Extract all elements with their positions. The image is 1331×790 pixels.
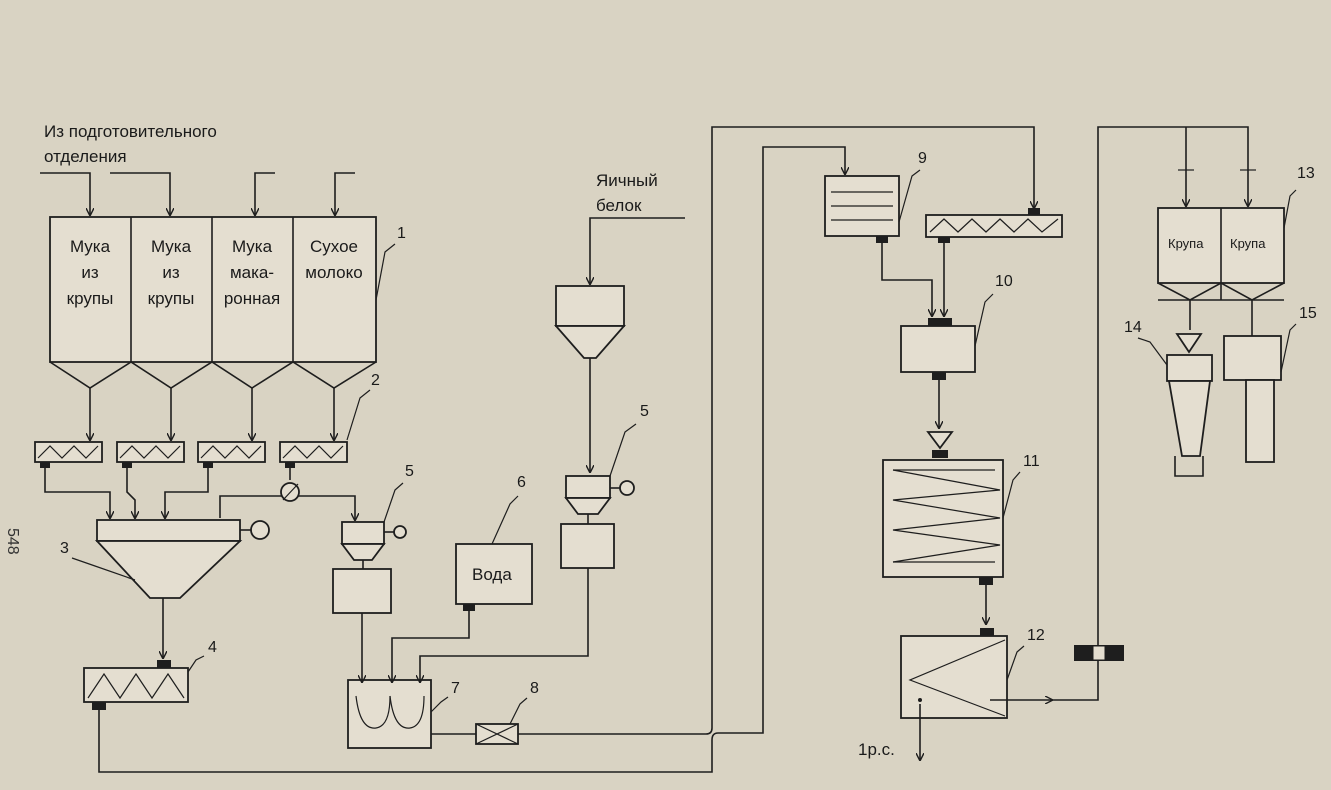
egg-hopper (554, 285, 626, 359)
svg-text:из: из (81, 263, 98, 282)
num-1: 1 (397, 225, 406, 242)
svg-text:Сухое: Сухое (310, 237, 358, 256)
kneader-7 (347, 679, 432, 749)
egg-label-line1: Яичный (596, 171, 658, 190)
shaping-8 (475, 723, 519, 745)
feeder-to-mixer-lines (44, 468, 355, 520)
svg-text:Мука: Мука (232, 237, 273, 256)
num-7: 7 (451, 680, 460, 697)
bottom-return-line (98, 710, 713, 773)
source-label-line2: отделения (44, 147, 127, 166)
water-tank-6 (455, 543, 533, 611)
grain-bins-13 (1157, 207, 1285, 301)
kneader-feed-lines (362, 568, 589, 682)
svg-text:крупы: крупы (67, 289, 114, 308)
storage-bins (49, 216, 377, 389)
mixer-3 (94, 519, 270, 599)
num-5-right: 5 (640, 403, 649, 420)
num-2: 2 (371, 372, 380, 389)
svg-text:крупы: крупы (148, 289, 195, 308)
num-12: 12 (1027, 627, 1045, 644)
svg-text:из: из (162, 263, 179, 282)
bin2-label: Мука из крупы (148, 237, 195, 308)
num-9: 9 (918, 150, 927, 167)
line-9-to-10 (881, 243, 932, 316)
line-to-9 (711, 146, 845, 741)
dispenser-5-left (332, 521, 407, 614)
num-3: 3 (60, 540, 69, 557)
inlet-11 (932, 450, 948, 458)
num-4: 4 (208, 639, 217, 656)
svg-text:ронная: ронная (224, 289, 280, 308)
num-5-left: 5 (405, 463, 414, 480)
bin3-label: Мука мака- ронная (224, 237, 280, 308)
cooler-12 (900, 628, 1008, 719)
bin-feed-lines (40, 172, 355, 215)
water-label: Вода (472, 565, 512, 584)
bin4-label: Сухое молоко (305, 237, 362, 282)
screw-conveyor-9b (925, 208, 1063, 243)
line-to-9b (518, 126, 1034, 735)
dispenser-5-right (560, 475, 635, 569)
dryer-11 (882, 459, 1004, 585)
egg-feed-line (590, 217, 685, 284)
num-15: 15 (1299, 305, 1317, 322)
unit-10 (900, 318, 976, 380)
page-number: 548 (4, 528, 21, 555)
num-6: 6 (517, 474, 526, 491)
dryer-9 (824, 175, 900, 243)
num-8: 8 (530, 680, 539, 697)
num-14: 14 (1124, 319, 1142, 336)
source-label-line1: Из подготовительного (44, 122, 217, 141)
screw-conveyor-4 (83, 660, 189, 710)
bin-outlet-arrows (90, 388, 334, 440)
cyclone-14 (1166, 333, 1213, 477)
num-11: 11 (1023, 453, 1040, 470)
bin1-label: Мука из крупы (67, 237, 114, 308)
num-10: 10 (995, 273, 1013, 290)
valve-11 (926, 431, 954, 450)
svg-text:Мука: Мука (151, 237, 192, 256)
num-13: 13 (1297, 165, 1315, 182)
egg-label-line2: белок (596, 196, 642, 215)
svg-text:Мука: Мука (70, 237, 111, 256)
grain-label-2: Крупа (1230, 236, 1266, 251)
svg-text:мака-: мака- (230, 263, 274, 282)
svg-text:молоко: молоко (305, 263, 362, 282)
packer-15 (1223, 335, 1282, 463)
grain-label-1: Крупа (1168, 236, 1204, 251)
screw-feeders (34, 441, 348, 468)
metal-detector (1074, 645, 1124, 661)
outlet-label: 1р.с. (858, 740, 895, 759)
line-to-13b (1052, 126, 1248, 701)
